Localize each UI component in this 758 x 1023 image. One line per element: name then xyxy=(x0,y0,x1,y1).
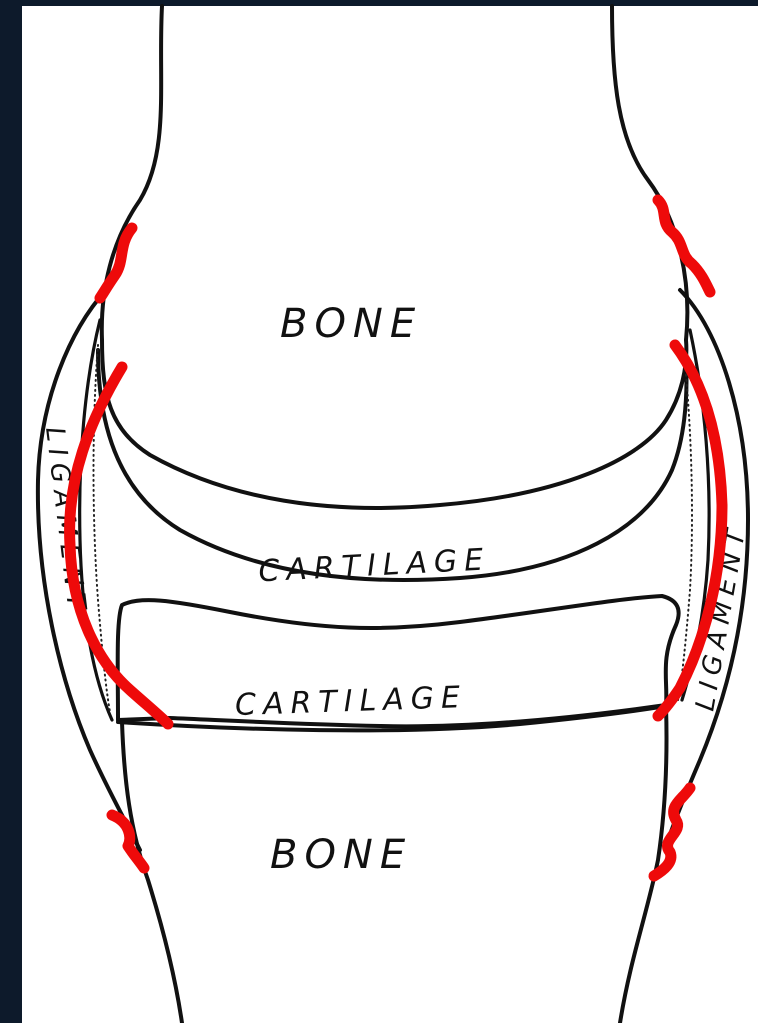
lower-bone-right-edge xyxy=(620,706,667,1023)
upper-bone-right-edge xyxy=(612,6,687,340)
highlight-upper-left xyxy=(100,228,132,298)
lower-bone-left-edge xyxy=(122,722,182,1023)
upper-bone-condyle xyxy=(102,340,686,508)
label-cartilage-bottom: CARTILAGE xyxy=(234,680,467,723)
label-bone-top: BONE xyxy=(280,301,422,347)
label-cartilage-top: CARTILAGE xyxy=(258,542,491,589)
highlight-lower-left xyxy=(112,815,144,868)
label-bone-bottom: BONE xyxy=(270,832,412,878)
upper-cartilage-outline xyxy=(98,350,686,580)
